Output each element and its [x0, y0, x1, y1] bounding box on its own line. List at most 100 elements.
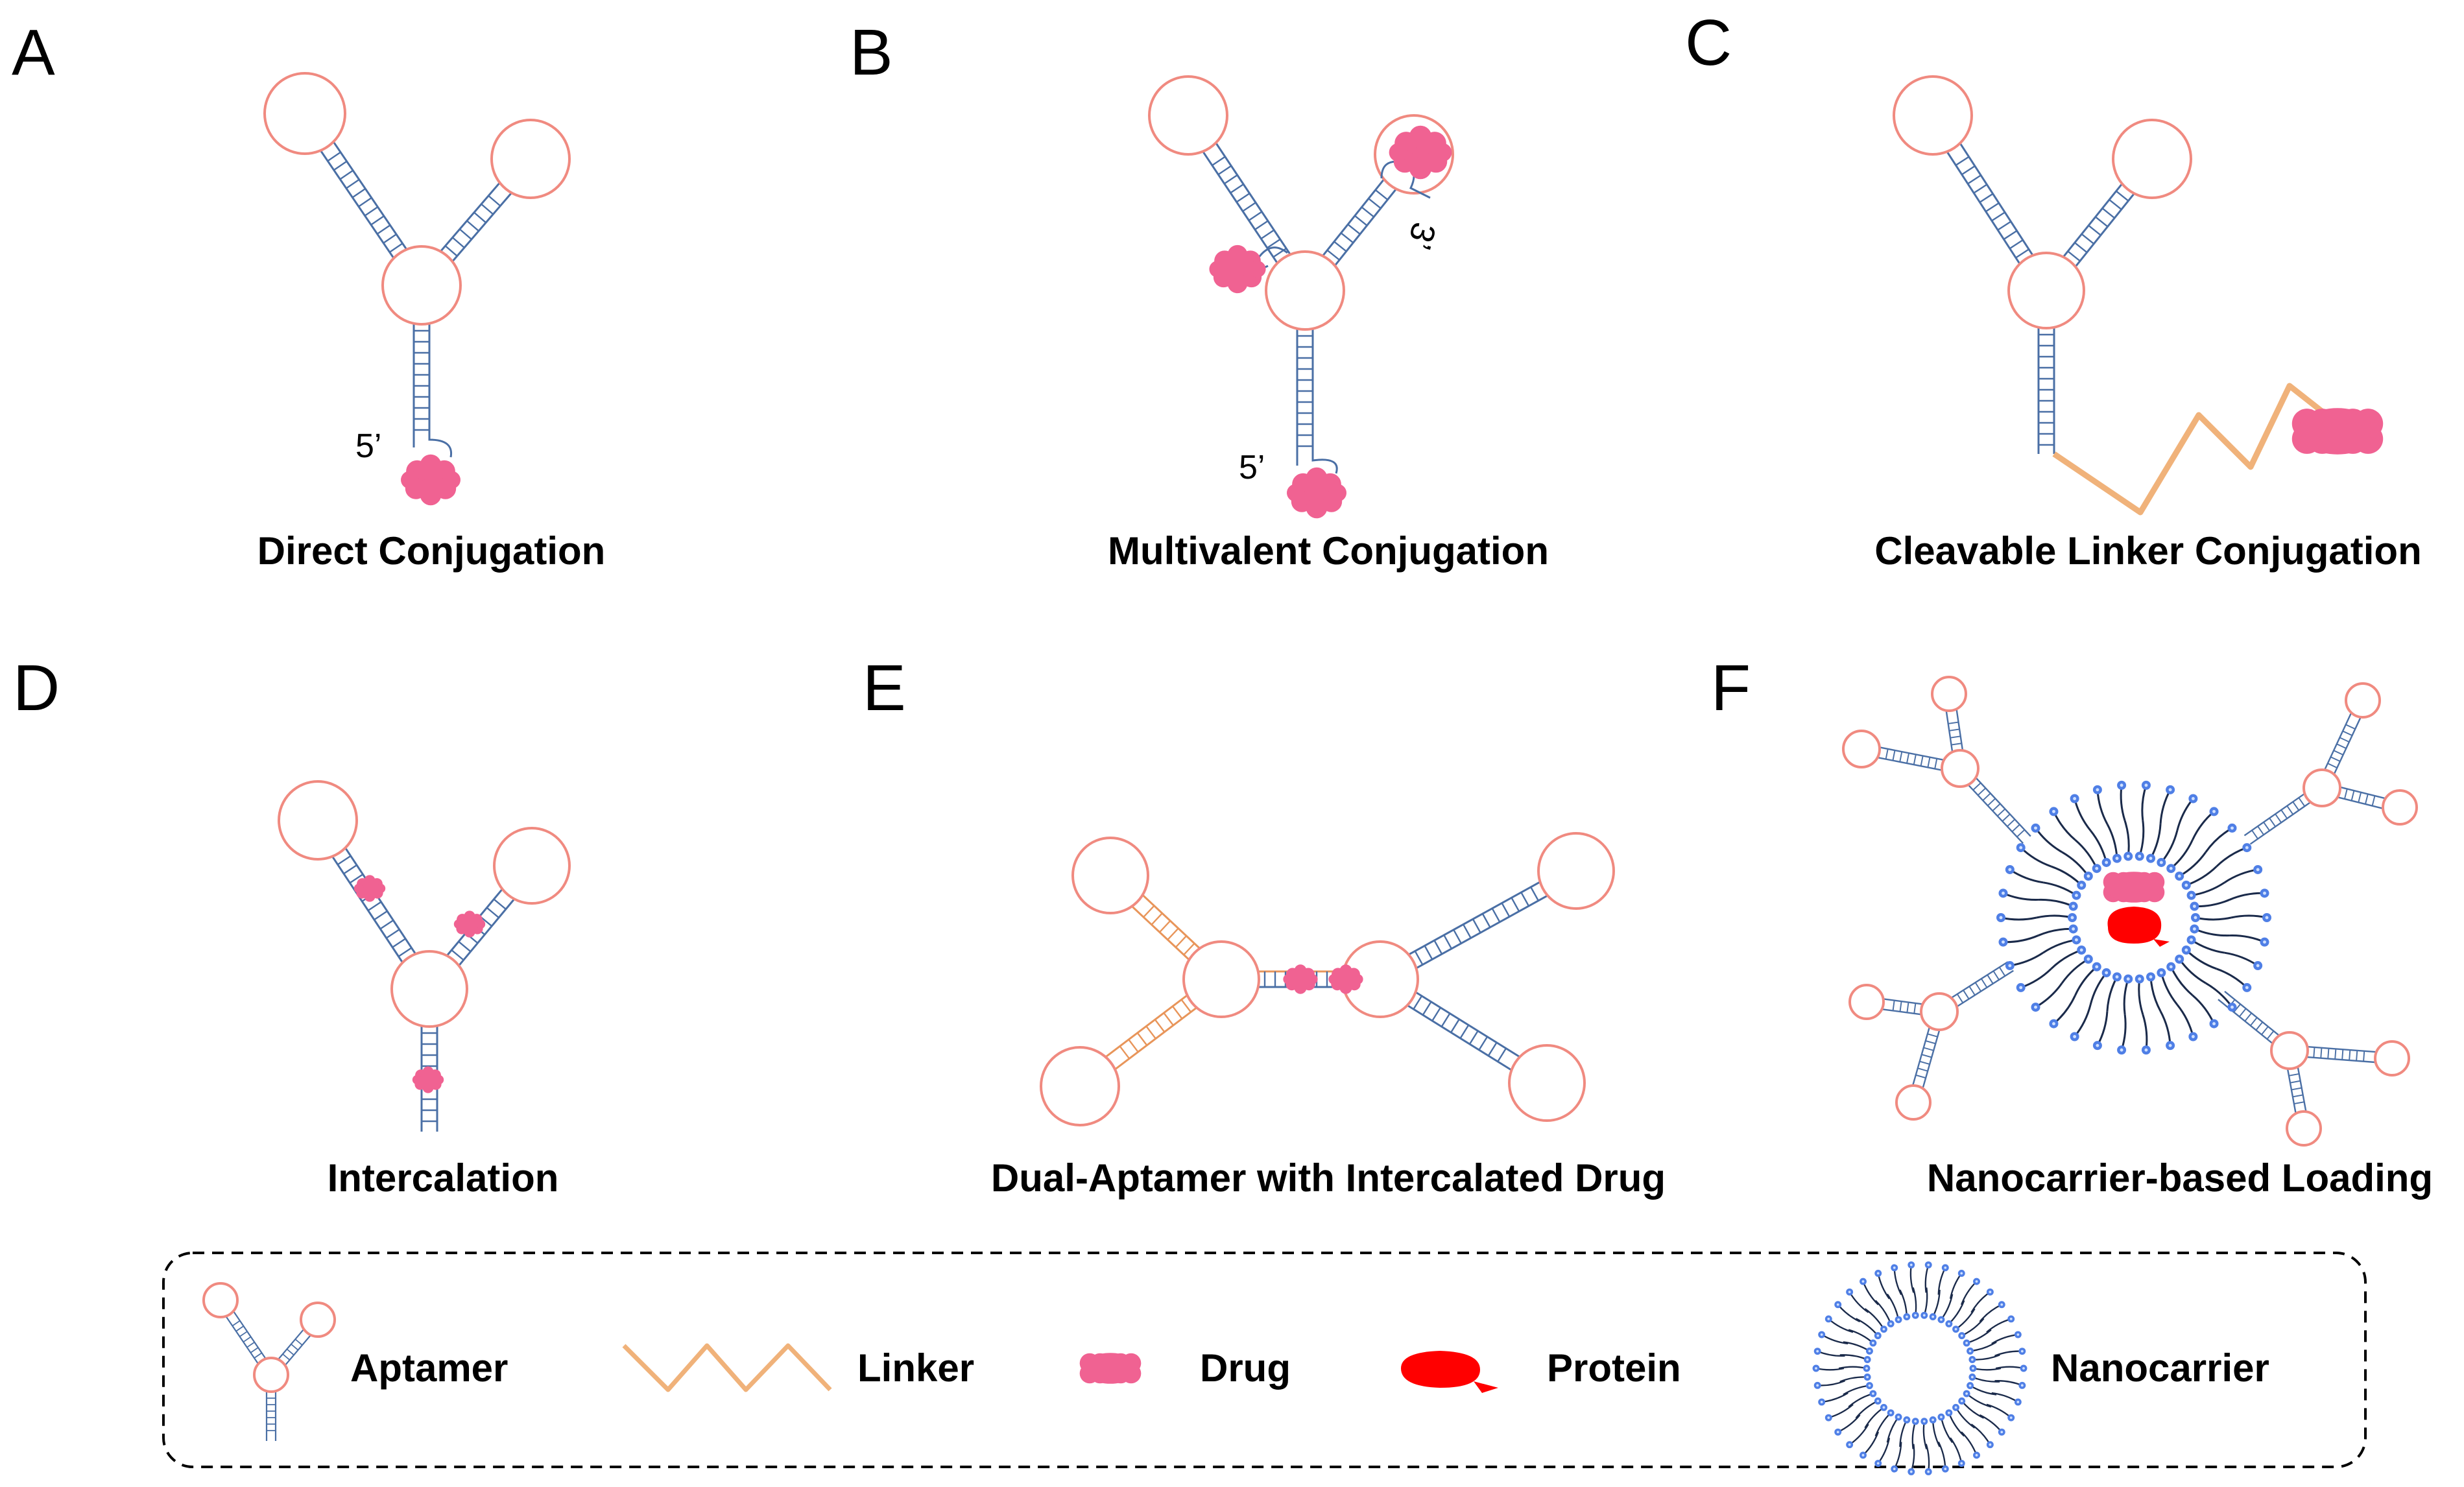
base-pair — [2011, 824, 2020, 833]
lipid-head-core — [2105, 861, 2109, 864]
lipid-head-core — [2212, 809, 2216, 813]
base-pair — [1520, 892, 1530, 907]
base-pair — [327, 151, 341, 162]
lipid-head-core — [2159, 971, 2163, 975]
base-pair — [1487, 1041, 1498, 1056]
aptamer-loop — [1508, 1044, 1586, 1122]
drug-lobe — [353, 883, 364, 894]
base-pair — [294, 1338, 303, 1346]
base-pair — [2257, 826, 2264, 835]
lipid-tail — [2216, 846, 2247, 868]
lipid-head-core — [2190, 938, 2194, 942]
base-pair — [1899, 751, 1903, 763]
lipid-head-core — [1876, 1462, 1880, 1465]
lipid-head-core — [2231, 826, 2234, 830]
base-pair — [451, 237, 465, 248]
strand — [1884, 998, 1922, 1005]
strand — [2243, 793, 2305, 837]
lipid-head-core — [1861, 1454, 1865, 1457]
lipid-tail — [2176, 798, 2194, 831]
lipid-tail — [2216, 968, 2248, 988]
panel-e-dual-aptamer — [1040, 832, 1615, 1126]
base-pair — [383, 233, 397, 244]
aptamer-stem — [2287, 1067, 2307, 1113]
lipid-head-core — [2126, 977, 2130, 981]
aptamer-arm-right — [440, 182, 512, 262]
lipid-head-core — [2138, 854, 2142, 858]
aptamer-loop — [1920, 992, 1959, 1031]
base-pair — [367, 901, 382, 912]
lipid-head-core — [1816, 1350, 1819, 1353]
drug-lobe — [475, 919, 486, 929]
lipid-head-core — [1871, 1392, 1874, 1395]
base-pair — [1885, 748, 1889, 759]
lipid-tail — [2141, 785, 2147, 821]
attached-aptamer — [2243, 682, 2418, 845]
base-pair — [451, 949, 464, 961]
lipid-head-core — [1947, 1411, 1950, 1414]
base-pair — [239, 1331, 248, 1337]
lipid-head-core — [2149, 857, 2153, 861]
lipid-head-core — [1897, 1318, 1900, 1321]
drug-lobe — [2107, 872, 2161, 903]
base-pair — [374, 910, 388, 921]
aptamer-loop — [2270, 1031, 2309, 1070]
base-pair — [2251, 829, 2258, 840]
strand — [2338, 796, 2383, 809]
lipid-head-core — [2126, 854, 2130, 858]
lipid-head-core — [1999, 916, 2003, 920]
base-pair — [1906, 1002, 1909, 1013]
lipid-head-core — [2138, 977, 2142, 981]
base-pair — [1948, 721, 1959, 724]
aptamer-loop — [2286, 1110, 2322, 1147]
lipid-tail — [2053, 811, 2076, 841]
base-pair — [1997, 220, 2011, 231]
lipid-head-core — [2095, 866, 2099, 870]
lipid-head-core — [1944, 1468, 1947, 1471]
base-pair — [2002, 813, 2011, 822]
base-pair — [2339, 737, 2350, 743]
lipid-head-core — [2052, 1022, 2055, 1026]
aptamer-stem — [2307, 1045, 2376, 1064]
lipid-tail — [2003, 934, 2039, 944]
strand — [333, 141, 407, 250]
lipid-head-core — [2120, 783, 2123, 787]
protein-encapsulated — [2107, 907, 2170, 947]
base-pair — [2298, 797, 2306, 807]
base-pair — [349, 874, 364, 884]
strand — [2308, 1045, 2376, 1053]
lipid-head-core — [2245, 986, 2249, 990]
aptamer-loop — [202, 1282, 239, 1318]
base-pair — [1217, 165, 1232, 176]
lipid-head-core — [1940, 1416, 1943, 1419]
lipid-head-core — [2034, 1005, 2037, 1009]
caption-cleavable-linker-conjugation: Cleavable Linker Conjugation — [1874, 529, 2422, 573]
lipid-head-core — [2265, 916, 2269, 920]
lipid-tail — [2042, 881, 2077, 896]
drug-lobe — [364, 875, 376, 886]
drug-intercalated-stem — [412, 1066, 444, 1093]
base-pair — [1212, 156, 1226, 166]
lipid-head-core — [1866, 1358, 1869, 1361]
lipid-tail — [2009, 868, 2044, 884]
drug-lobe — [1306, 467, 1328, 489]
lipid-tail — [2192, 811, 2215, 840]
strand — [1409, 881, 1540, 955]
base-pair — [2275, 813, 2282, 823]
aptamer-loop — [1941, 749, 1980, 788]
base-pair — [1497, 1047, 1507, 1062]
strand — [2224, 990, 2280, 1036]
base-pair — [1443, 934, 1452, 949]
lipid-tail — [2159, 789, 2171, 824]
lipid-head-core — [2263, 940, 2266, 944]
lipid-tail — [2096, 1011, 2109, 1046]
drug-icon — [1079, 1353, 1142, 1384]
lipid-head-core — [2263, 891, 2266, 895]
base-pair — [1992, 970, 2000, 981]
base-pair — [1511, 897, 1520, 912]
aptamer-stem — [2243, 793, 2311, 845]
base-pair — [488, 195, 501, 207]
base-pair — [2292, 1094, 2303, 1098]
lipid-tail — [1817, 1350, 1845, 1357]
lipid-head-core — [1836, 1431, 1839, 1434]
